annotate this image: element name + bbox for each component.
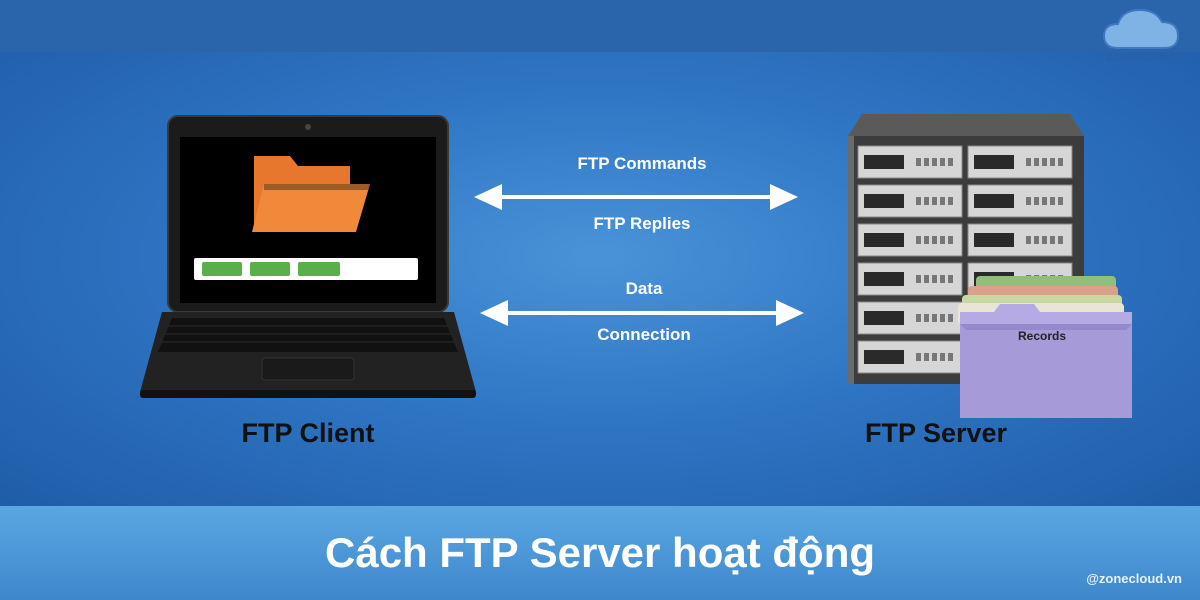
ftp-commands-label: FTP Commands xyxy=(577,154,707,173)
drive-vent xyxy=(916,158,921,166)
top-frame xyxy=(0,0,1200,52)
drive-vent xyxy=(948,236,953,244)
zonecloud-logo xyxy=(1102,8,1180,49)
laptop-icon xyxy=(140,115,476,398)
drive-slot xyxy=(974,194,1014,208)
drive-vent xyxy=(916,197,921,205)
drive-vent xyxy=(924,197,929,205)
drive-vent xyxy=(932,197,937,205)
drive-vent xyxy=(1042,197,1047,205)
drive-slot xyxy=(864,233,904,247)
drive-vent xyxy=(916,275,921,283)
drive-vent xyxy=(932,236,937,244)
progress-bar xyxy=(194,258,418,280)
drive-vent xyxy=(940,314,945,322)
banner-title: Cách FTP Server hoạt động xyxy=(325,529,875,576)
drive-vent xyxy=(1050,236,1055,244)
drive-vent xyxy=(924,314,929,322)
drive-vent xyxy=(940,275,945,283)
title-band xyxy=(0,506,1200,600)
drive-vent xyxy=(1050,197,1055,205)
drive-slot xyxy=(974,155,1014,169)
drive-slot xyxy=(864,350,904,364)
drive-vent xyxy=(1034,197,1039,205)
drive-vent xyxy=(940,158,945,166)
drive-vent xyxy=(1058,197,1063,205)
connection-label: Connection xyxy=(597,325,691,344)
drive-slot xyxy=(864,155,904,169)
drive-slot xyxy=(864,311,904,325)
commands-arrow xyxy=(474,184,798,210)
folder-icon xyxy=(252,156,370,232)
drive-slot xyxy=(864,272,904,286)
drive-vent xyxy=(924,275,929,283)
drive-vent xyxy=(940,236,945,244)
drive-vent xyxy=(1026,158,1031,166)
data-arrow xyxy=(480,300,804,326)
drive-vent xyxy=(948,353,953,361)
drive-vent xyxy=(916,314,921,322)
drive-vent xyxy=(940,197,945,205)
ftp-client-caption: FTP Client xyxy=(241,418,375,448)
drive-vent xyxy=(932,158,937,166)
drive-vent xyxy=(1034,158,1039,166)
drive-vent xyxy=(948,314,953,322)
drive-vent xyxy=(924,353,929,361)
drive-slot xyxy=(864,194,904,208)
drive-vent xyxy=(924,236,929,244)
drive-vent xyxy=(916,236,921,244)
ftp-server-caption: FTP Server xyxy=(864,418,1008,448)
drive-vent xyxy=(1050,158,1055,166)
drive-vent xyxy=(948,158,953,166)
drive-vent xyxy=(932,275,937,283)
drive-vent xyxy=(1034,236,1039,244)
drive-vent xyxy=(948,275,953,283)
drive-vent xyxy=(924,158,929,166)
records-folder-icon xyxy=(958,276,1132,418)
data-label: Data xyxy=(625,279,663,298)
drive-vent xyxy=(1026,197,1031,205)
ftp-replies-label: FTP Replies xyxy=(593,214,691,233)
drive-vent xyxy=(948,197,953,205)
social-handle: @zonecloud.vn xyxy=(1086,571,1182,586)
drive-vent xyxy=(916,353,921,361)
drive-vent xyxy=(932,314,937,322)
drive-vent xyxy=(1042,158,1047,166)
drive-slot xyxy=(974,233,1014,247)
records-label: Records xyxy=(1018,329,1067,343)
drive-vent xyxy=(1042,236,1047,244)
drive-vent xyxy=(1058,158,1063,166)
drive-vent xyxy=(1058,236,1063,244)
drive-vent xyxy=(1026,236,1031,244)
logo-text: ZONECLOUD xyxy=(1105,52,1181,64)
drive-vent xyxy=(940,353,945,361)
drive-vent xyxy=(932,353,937,361)
